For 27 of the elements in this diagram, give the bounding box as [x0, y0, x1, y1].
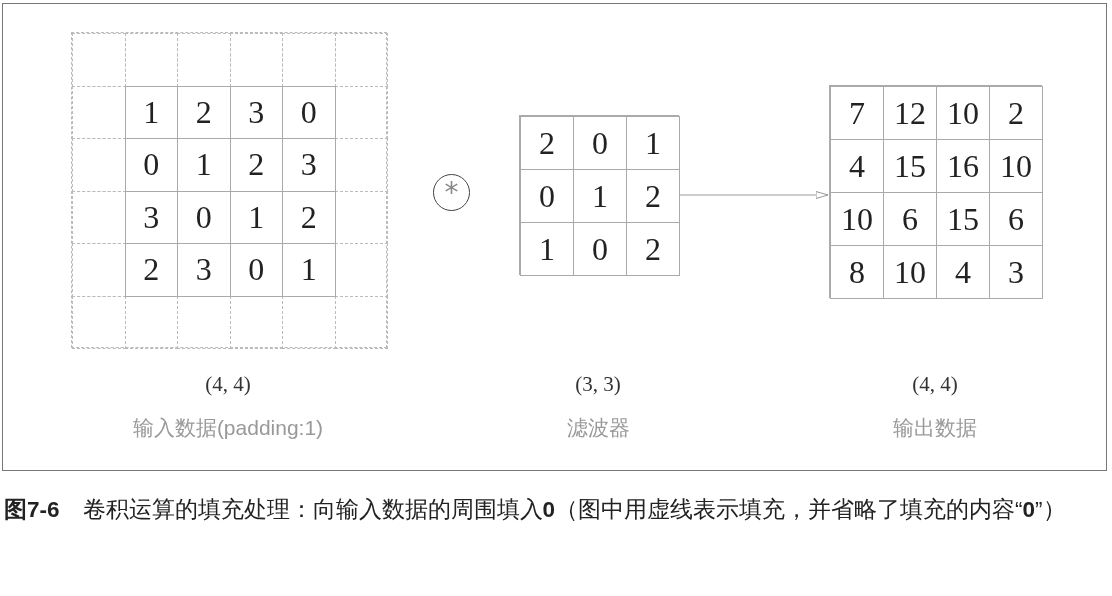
- dimension-label: (4, 4): [911, 372, 959, 397]
- matrix-caption: 输出数据: [892, 415, 978, 441]
- padding-cell: [334, 295, 388, 349]
- dimension-label: (4, 4): [204, 372, 252, 397]
- matrix-cell: 2: [520, 116, 574, 170]
- matrix-grid: [519, 115, 679, 275]
- matrix-caption: 输入数据(padding:1): [131, 415, 325, 441]
- dimension-label: (3, 3): [574, 372, 622, 397]
- matrix-cell: 1: [626, 116, 680, 170]
- matrix-cell: 2: [989, 86, 1043, 140]
- matrix-cell: 7: [830, 86, 884, 140]
- padding-cell: [334, 33, 388, 87]
- matrix-cell: 1: [124, 85, 178, 139]
- matrix-cell: 8: [830, 245, 884, 299]
- figure-caption: 图7-6 卷积运算的填充处理：向输入数据的周围填入0（图中用虚线表示填充，并省略了填充的内容“0”）: [4, 496, 1067, 524]
- matrix-grid: [71, 32, 387, 348]
- padding-cell: [72, 295, 126, 349]
- matrix-cell: 2: [626, 222, 680, 276]
- arrow: [678, 191, 829, 199]
- matrix-grid: [829, 85, 1042, 298]
- matrix-cell: 0: [282, 85, 336, 139]
- matrix-cell: 2: [124, 243, 178, 297]
- matrix-caption: 滤波器: [565, 415, 631, 441]
- padding-cell: [72, 33, 126, 87]
- matrix-cell: 1: [282, 243, 336, 297]
- matrix-cell: 1: [520, 222, 574, 276]
- matrix-cell: 3: [989, 245, 1043, 299]
